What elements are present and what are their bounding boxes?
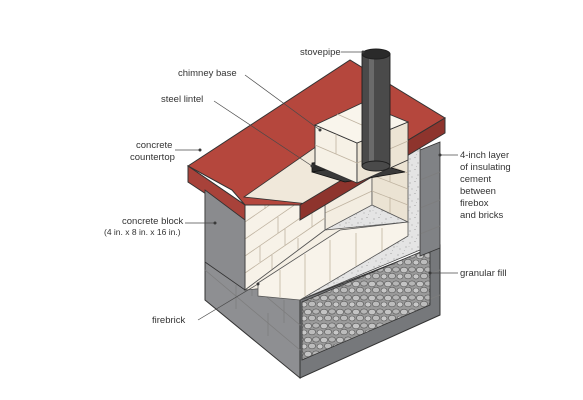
label-concrete-block-1: concrete block [122, 216, 184, 227]
firebrick-hearth-mortar [279, 228, 383, 297]
label-insulating-4: between [460, 186, 496, 197]
label-insulating-1: 4-inch layer [460, 150, 509, 161]
block-left-top-course [204, 189, 246, 291]
block-right-mortar [419, 171, 441, 235]
stovepipe [361, 48, 391, 172]
firebrick-hearth-row [257, 221, 409, 301]
label-firebrick: firebrick [152, 315, 186, 326]
stovepipe-highlight [369, 56, 374, 164]
label-insulating-2: of insulating [460, 162, 511, 173]
label-insulating-3: cement [460, 174, 492, 185]
chimney-assembly [311, 48, 410, 184]
label-granular-fill: granular fill [460, 268, 506, 279]
labels: stovepipe chimney base steel lintel conc… [104, 47, 511, 326]
label-concrete-block-2: (4 in. x 8 in. x 16 in.) [104, 227, 181, 237]
label-insulating-6: and bricks [460, 210, 504, 221]
label-countertop-2: countertop [130, 152, 175, 163]
label-countertop-1: concrete [136, 140, 172, 151]
callouts [175, 50, 458, 321]
stovepipe-top-opening [361, 48, 391, 60]
granular-fill [301, 247, 431, 361]
label-steel-lintel: steel lintel [161, 94, 203, 105]
label-insulating-5: firebox [460, 198, 489, 209]
label-stovepipe: stovepipe [300, 47, 341, 58]
stovepipe-bottom [361, 160, 391, 172]
stovepipe-body [361, 53, 391, 167]
block-right-column [419, 141, 441, 257]
label-chimney-base: chimney base [178, 68, 237, 79]
